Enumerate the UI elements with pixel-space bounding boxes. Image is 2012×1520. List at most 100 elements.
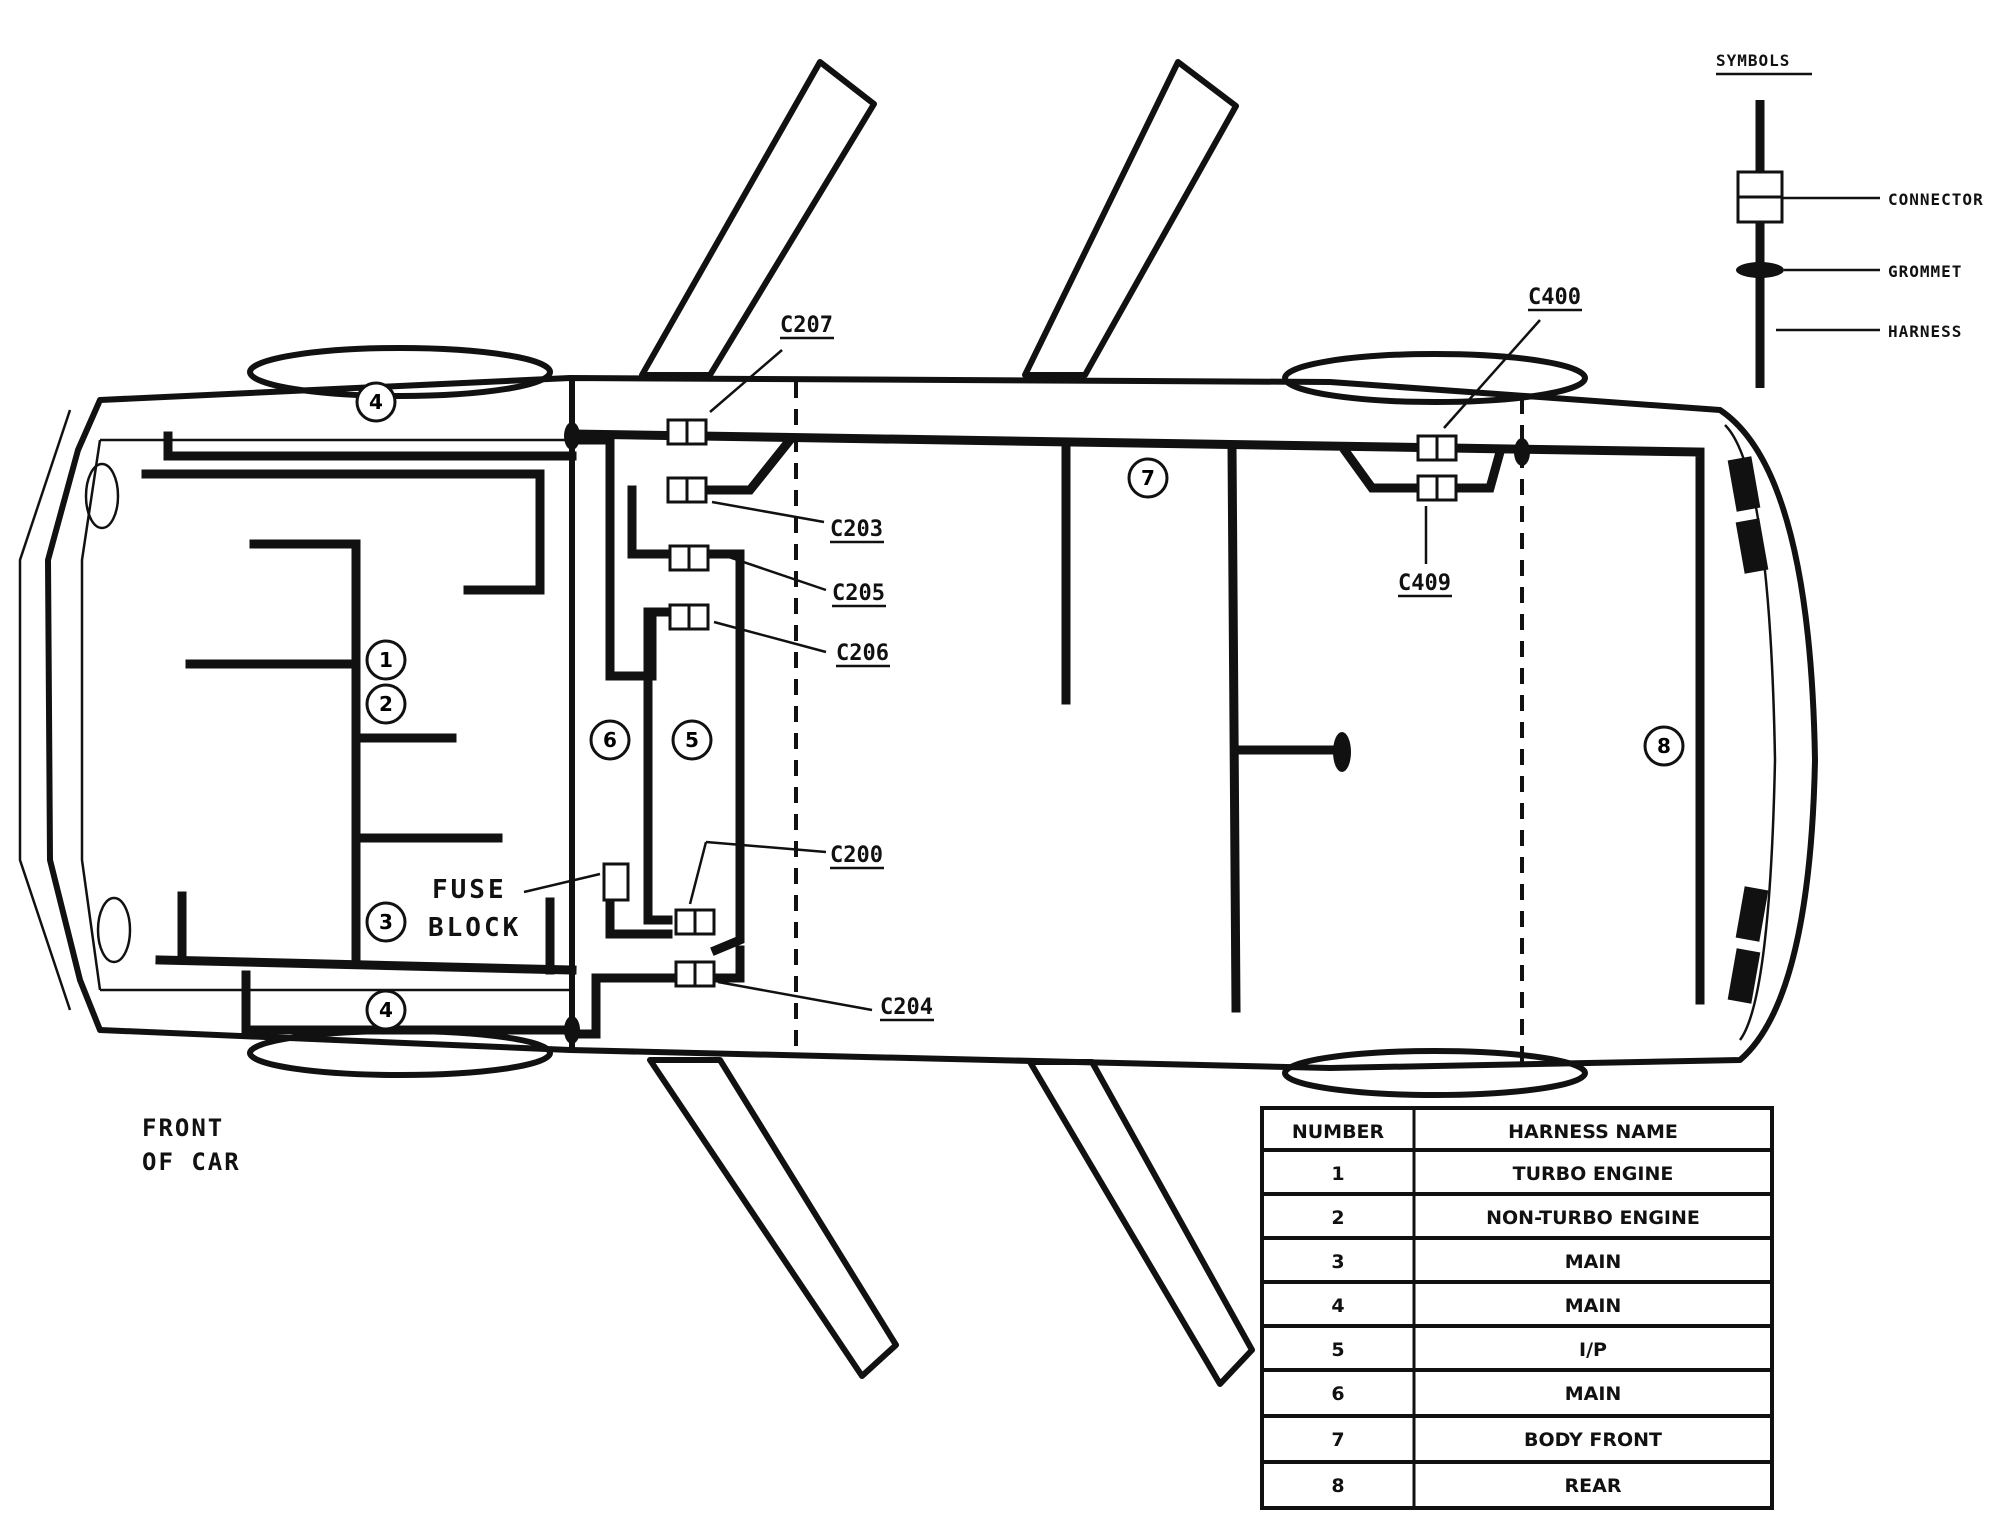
table-row: 7 BODY FRONT [1331, 1429, 1662, 1451]
svg-text:6: 6 [603, 728, 617, 752]
connector-icon [1416, 474, 1458, 502]
left-headlamp [84, 462, 120, 530]
hood-inner [80, 438, 570, 992]
fuse-block-label-2: BLOCK [428, 913, 521, 943]
marker-7: 7 [1127, 457, 1169, 499]
connector-icon [1736, 170, 1784, 224]
engine-harness-top [163, 431, 577, 461]
marker-5: 5 [671, 719, 713, 761]
label-c400: C400 [1528, 285, 1581, 310]
table-row: 3 MAIN [1331, 1251, 1621, 1273]
tail-lamp-1 [1727, 456, 1761, 512]
svg-text:8: 8 [1657, 734, 1671, 758]
svg-text:3: 3 [1331, 1251, 1344, 1273]
svg-text:NON-TURBO ENGINE: NON-TURBO ENGINE [1486, 1207, 1700, 1229]
rear-right-wheel [1282, 1048, 1588, 1098]
label-c409: C409 [1398, 571, 1451, 596]
main-harness-6-bottom [567, 945, 745, 1039]
connector-symbols [666, 418, 1458, 988]
table-row: 2 NON-TURBO ENGINE [1331, 1207, 1699, 1229]
svg-text:2: 2 [379, 692, 393, 716]
connector-icon [668, 603, 710, 631]
table-row: 4 MAIN [1331, 1295, 1621, 1317]
grommet-icon [1736, 262, 1784, 278]
svg-text:BODY FRONT: BODY FRONT [1524, 1429, 1662, 1451]
front-left-door [639, 59, 877, 378]
table-header-name: HARNESS NAME [1508, 1121, 1678, 1143]
svg-text:MAIN: MAIN [1565, 1295, 1622, 1317]
svg-text:6: 6 [1331, 1383, 1344, 1405]
connector-icon [674, 908, 716, 936]
svg-text:1: 1 [379, 648, 393, 672]
marker-8: 8 [1643, 725, 1685, 767]
car-body [18, 375, 1818, 1071]
leader-lines [523, 319, 1541, 1012]
legend-connector-label: CONNECTOR [1888, 190, 1984, 209]
grommet-icon [1514, 438, 1530, 466]
harness-routes [141, 429, 1705, 1039]
body-front-branch-b [1227, 441, 1241, 1013]
ip-harness-5b [643, 607, 693, 925]
connector-icon [674, 960, 716, 988]
label-c206: C206 [836, 641, 889, 666]
legend-grommet-label: GROMMET [1888, 262, 1962, 281]
marker-1: 1 [365, 639, 407, 681]
tail-lamp-2 [1735, 518, 1769, 574]
ip-harness-c203 [695, 433, 797, 495]
rear-right-door [1027, 1059, 1255, 1387]
grommet-icon [564, 422, 580, 450]
marker-4-top: 4 [355, 381, 397, 423]
svg-text:3: 3 [379, 910, 393, 934]
table-row: 6 MAIN [1331, 1383, 1621, 1405]
svg-text:5: 5 [1331, 1339, 1344, 1361]
c409-loop [1339, 445, 1506, 493]
label-c205: C205 [832, 581, 885, 606]
front-of-car-label-2: OF CAR [142, 1148, 241, 1176]
tail-lamp-4 [1727, 948, 1761, 1004]
label-c200: C200 [830, 843, 883, 868]
svg-text:4: 4 [1331, 1295, 1344, 1317]
body-front-harness-7 [567, 429, 1705, 1005]
svg-text:4: 4 [369, 390, 383, 414]
wheels [247, 345, 1588, 1098]
svg-text:I/P: I/P [1579, 1339, 1607, 1361]
label-c204: C204 [880, 995, 933, 1020]
svg-text:REAR: REAR [1565, 1475, 1622, 1497]
symbols-legend: SYMBOLS CONNECTOR GROMMET HARNESS [1716, 51, 1984, 388]
engine-harness-main [249, 539, 361, 967]
table-row: 1 TURBO ENGINE [1331, 1163, 1673, 1185]
svg-text:MAIN: MAIN [1565, 1251, 1622, 1273]
connector-icon [666, 418, 708, 446]
harness-table: NUMBER HARNESS NAME 1 TURBO ENGINE 2 NON… [1260, 1106, 1774, 1510]
marker-2: 2 [365, 683, 407, 725]
label-c207: C207 [780, 313, 833, 338]
front-right-door [647, 1057, 899, 1379]
table-row: 5 I/P [1331, 1339, 1607, 1361]
right-headlamp [96, 896, 132, 964]
marker-6: 6 [589, 719, 631, 761]
connector-labels: C207 C203 C205 C206 C200 C204 C400 C409 [780, 285, 1582, 1022]
harness-markers: 4 1 2 3 4 6 5 7 8 [355, 381, 1685, 1031]
front-left-wheel [247, 345, 553, 399]
marker-3: 3 [365, 901, 407, 943]
svg-text:5: 5 [685, 728, 699, 752]
ip-harness-5 [627, 485, 745, 956]
svg-text:7: 7 [1141, 466, 1155, 490]
rear-bumper [1724, 424, 1777, 1041]
table-row: 8 REAR [1331, 1475, 1621, 1497]
connector-icon [666, 476, 708, 504]
svg-text:4: 4 [379, 998, 393, 1022]
main-harness-6-low [605, 895, 673, 939]
fuse-block-label-1: FUSE [432, 875, 507, 905]
connector-icon [668, 544, 710, 572]
symbols-title: SYMBOLS [1716, 51, 1790, 70]
doors [639, 59, 1255, 1387]
svg-text:TURBO ENGINE: TURBO ENGINE [1513, 1163, 1674, 1185]
tail-lamp-3 [1735, 886, 1769, 942]
hood-left-edge [18, 409, 72, 1011]
label-c203: C203 [830, 517, 883, 542]
svg-text:2: 2 [1331, 1207, 1344, 1229]
svg-text:1: 1 [1331, 1163, 1344, 1185]
svg-text:8: 8 [1331, 1475, 1344, 1497]
